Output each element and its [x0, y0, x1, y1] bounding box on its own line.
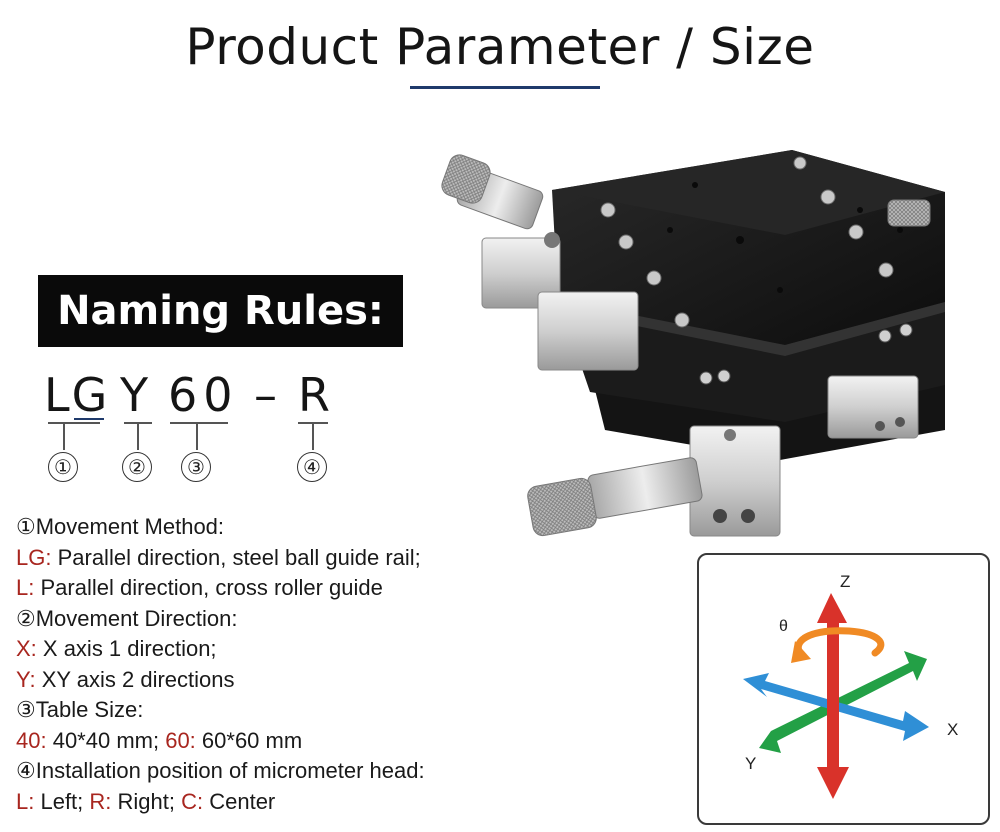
rule-key: L:	[16, 788, 35, 814]
rule-key: 60:	[165, 727, 196, 753]
rule-value: X axis 1 direction;	[36, 636, 217, 661]
rule-value: 60*60 mm	[195, 727, 303, 753]
bracket-stem-2	[137, 422, 139, 450]
code-part-movement: LG	[44, 368, 110, 422]
bracket-stem-3	[196, 422, 198, 450]
section-title: ③Table Size:	[16, 697, 144, 722]
rule-value: Left;	[34, 788, 90, 814]
title-underline	[410, 86, 600, 89]
axis-label-x: X	[947, 720, 958, 739]
right-clamp-block	[827, 375, 919, 439]
rule-value: Center	[203, 788, 276, 814]
rule-value: XY axis 2 directions	[35, 666, 235, 692]
rule-line: L: Left; R: Right; C: Center	[16, 787, 536, 818]
axis-diagram-panel: Z θ X Y	[697, 553, 990, 825]
section-title: ②Movement Direction:	[16, 605, 238, 631]
rules-description: ①Movement Method: LG: Parallel direction…	[16, 512, 536, 817]
screw-set	[600, 156, 894, 328]
rule-value: Parallel direction, cross roller guide	[34, 575, 383, 600]
y-axis-arrow	[759, 651, 927, 753]
rule-value: 40*40 mm;	[46, 727, 166, 753]
rule-key: X:	[16, 636, 37, 661]
marker-1: ①	[48, 452, 78, 482]
code-underline	[74, 418, 104, 420]
rule-key: LG:	[16, 544, 52, 570]
bracket-1	[48, 422, 100, 424]
page-title: Product Parameter / Size	[185, 18, 815, 76]
rule-line: L: Parallel direction, cross roller guid…	[16, 573, 536, 604]
bracket-stem-1	[63, 422, 65, 450]
rule-key: C:	[181, 788, 204, 814]
rule-key: L:	[16, 575, 35, 600]
naming-rules-heading: Naming Rules:	[57, 288, 384, 334]
bracket-3	[170, 422, 228, 424]
axis-label-z: Z	[840, 572, 850, 591]
axis-diagram: Z θ X Y	[743, 572, 958, 799]
rule-key: R:	[89, 788, 112, 814]
rule-line: 40: 40*40 mm; 60: 60*60 mm	[16, 726, 536, 757]
bracket-stem-4	[312, 422, 314, 450]
front-clamp-block	[689, 425, 781, 537]
code-part-direction: Y	[120, 368, 151, 422]
section-title: ④Installation position of micrometer hea…	[16, 758, 425, 783]
z-axis-arrow	[817, 593, 849, 799]
marker-4: ④	[297, 452, 327, 482]
axis-label-y: Y	[745, 754, 756, 773]
code-part-position: R	[298, 368, 332, 422]
code-dash: –	[254, 368, 279, 422]
rule-value: Right;	[111, 788, 182, 814]
axis-label-theta: θ	[779, 618, 788, 635]
rule-key: Y:	[16, 666, 36, 692]
theta-rotation-arrow	[794, 627, 885, 659]
code-part-size: 60	[168, 368, 239, 422]
marker-2: ②	[122, 452, 152, 482]
rule-key: 40:	[16, 727, 47, 753]
xy-stage-illustration	[441, 150, 945, 537]
left-clamp-block	[481, 237, 561, 309]
section-title: ①Movement Method:	[16, 514, 225, 539]
rule-line: Y: XY axis 2 directions	[16, 665, 536, 696]
marker-3: ③	[181, 452, 211, 482]
rule-line: LG: Parallel direction, steel ball guide…	[16, 543, 536, 574]
front-micrometer-barrel	[587, 457, 703, 519]
rule-line: X: X axis 1 direction;	[16, 634, 536, 665]
naming-rules-banner: Naming Rules:	[38, 275, 403, 347]
rule-value: Parallel direction, steel ball guide rai…	[51, 544, 421, 570]
right-knob	[887, 199, 931, 227]
